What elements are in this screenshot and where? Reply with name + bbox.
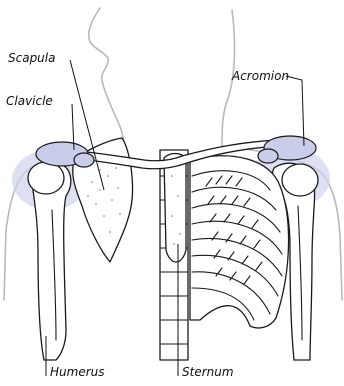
scapula-label: Scapula [8,51,55,65]
ribcage [190,156,289,328]
left-acromion-joint [36,142,94,167]
clavicle-label: Clavicle [6,94,53,108]
sternum-label: Sternum [182,365,234,379]
sternum-bone [164,154,186,263]
acromion-label: Acromion [231,69,289,83]
humerus-label: Humerus [50,365,105,379]
